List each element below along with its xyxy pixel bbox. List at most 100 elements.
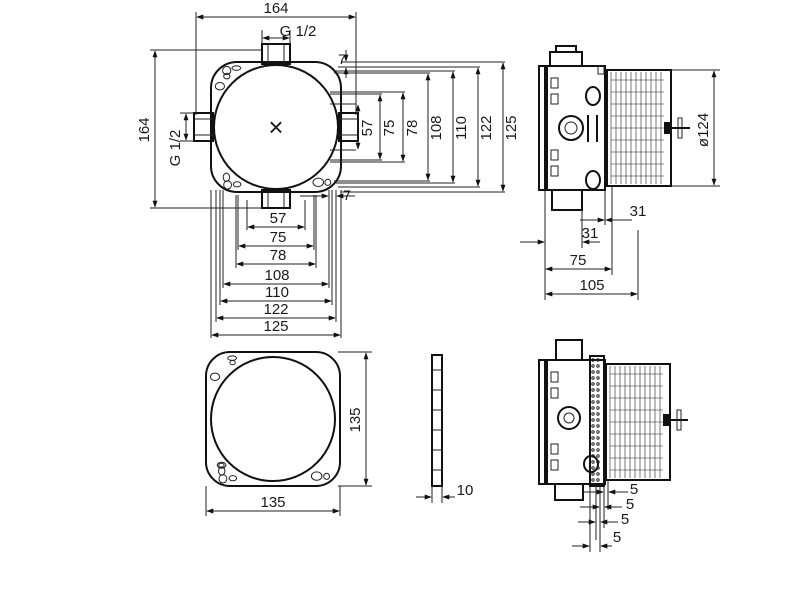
dim-height-164-label: 164 [136,117,153,142]
section-hatch [596,466,600,470]
plate-bump [216,461,227,469]
section-hatch [596,364,600,368]
front-view: × 164 G 1/2 164 G 1/2 [136,0,520,338]
section-hatch [596,448,600,452]
inlet-left [193,112,214,142]
plate-bump [218,474,228,484]
section-hatch [596,358,600,362]
section-hatch [596,460,600,464]
section-hatch [591,394,595,398]
section-hatch [591,466,595,470]
section-hatch [591,370,595,374]
section-hatch [591,400,595,404]
section-hatch [596,442,600,446]
section-hatch [591,478,595,482]
plate-bump [323,472,331,480]
section-hatch [596,478,600,482]
plate-bump [222,65,232,76]
dim-plate-width-label: 135 [260,494,285,511]
plate-bump [324,178,332,186]
dim-5c-label: 5 [621,511,629,528]
plate-bump [227,355,238,361]
dim-thread-left: G 1/2 [167,112,194,167]
section-hatch [596,406,600,410]
dim-h78-label: 78 [270,247,287,264]
section-hatch [596,388,600,392]
section-hatch [591,424,595,428]
section-hatch [596,382,600,386]
section-hatch [596,424,600,428]
plate-bump [223,72,231,80]
plate-bump [232,181,242,188]
section-hatch [596,370,600,374]
plate-bump [229,360,236,366]
inlet-top [261,43,291,65]
dim-5d-label: 5 [613,529,621,546]
plate-bump [222,172,231,183]
dim-v110-label: 110 [453,116,470,140]
section-hatch [596,436,600,440]
dim-h108-label: 108 [264,267,289,284]
section-hatch [596,412,600,416]
dim-v75-label: 75 [381,120,398,137]
dim-h125-label: 125 [263,318,288,335]
section-hatch [596,454,600,458]
section-hatch [596,472,600,476]
plate-edge-view: 10 [416,354,474,503]
center-cross: × [268,112,283,142]
dim-thickness-label: 10 [457,482,474,499]
dim-5b-label: 5 [626,496,634,513]
section-hatch [596,400,600,404]
section-hatch [591,358,595,362]
section-hatch [591,472,595,476]
section-hatch [591,436,595,440]
dim-thread-left-label: G 1/2 [167,130,184,167]
section-hatch [596,394,600,398]
dim-gap7-top-label: 7 [338,51,346,67]
dim-5a-label: 5 [630,481,638,498]
section-hatch [591,388,595,392]
section-hatch [591,448,595,452]
inlet-bottom [261,189,291,209]
dim-v108-label: 108 [428,115,445,140]
dim-v78-label: 78 [404,120,421,137]
section-hatch [596,430,600,434]
dim-v125-label: 125 [503,115,520,140]
dim-width-164: 164 [195,0,357,115]
plate-bump [223,180,233,190]
dim-h122-label: 122 [263,301,288,318]
section-hatch [591,460,595,464]
plate-bump [228,475,238,482]
plate-view: 135 135 [205,351,372,516]
dim-width-164-label: 164 [263,0,288,17]
dim-v122-label: 122 [478,115,495,140]
dim-thread-top: G 1/2 [261,23,317,44]
dim-diameter-label: ø124 [695,113,712,147]
section-hatch [591,364,595,368]
section-hatch [591,382,595,386]
dim-height-164: 164 [136,49,262,209]
dim-h75-label: 75 [270,229,287,246]
dim-horizontal-stack: 7 57 75 78 108 110 122 125 [210,187,355,338]
dim-v57-label: 57 [359,120,376,137]
section-hatch [596,376,600,380]
section-hatch [591,430,595,434]
section-hatch [591,376,595,380]
plate-bump [209,372,221,381]
dim-31a-label: 31 [630,203,647,220]
dim-plate-height-label: 135 [347,407,364,432]
dim-gap7-bottom-label: 7 [343,187,351,203]
section-hatch [591,442,595,446]
section-hatch [591,412,595,416]
dim-h110-label: 110 [265,284,289,301]
plate-bump [310,471,323,481]
dim-75-label: 75 [570,252,587,269]
dim-105-label: 105 [579,277,604,294]
dim-31b-label: 31 [582,225,599,242]
dim-thread-top-label: G 1/2 [280,23,317,40]
dim-h57-label: 57 [270,210,287,227]
plate-bump [312,177,325,188]
section-hatch [591,454,595,458]
plate-bump [231,65,242,71]
